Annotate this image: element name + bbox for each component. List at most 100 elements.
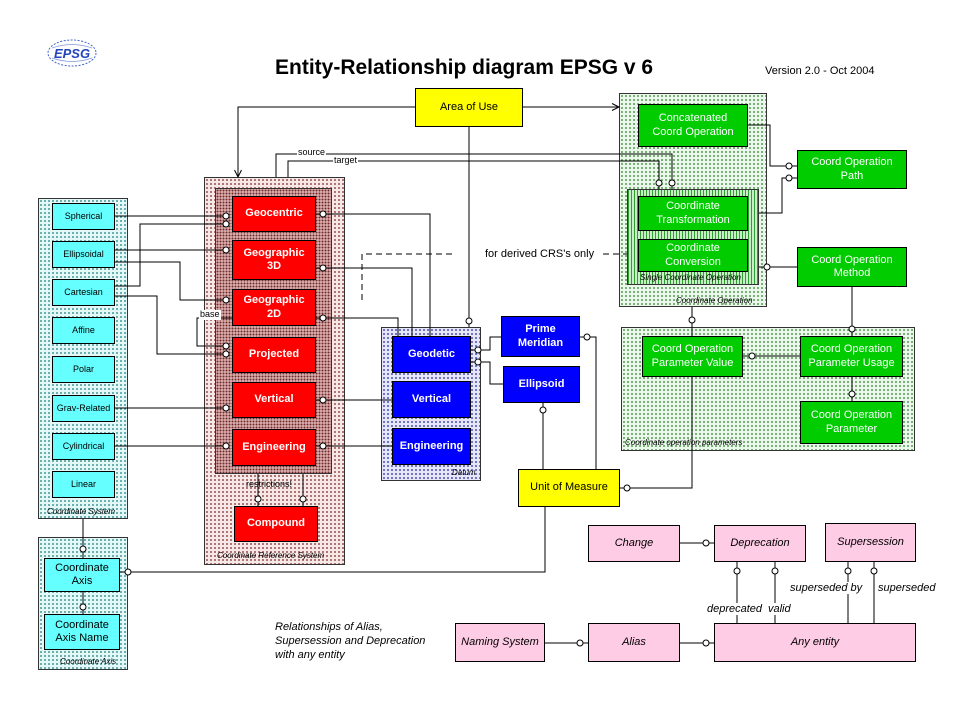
- optional-marker: [844, 567, 852, 575]
- globe-outline-icon: [47, 39, 97, 67]
- logo-text: EPSG: [54, 46, 90, 61]
- deprecation-entity: Deprecation: [714, 525, 806, 562]
- datum-engineering-entity: Engineering: [392, 428, 471, 465]
- optional-marker: [222, 296, 230, 304]
- optional-marker: [771, 567, 779, 575]
- ellipsoidal-to-geographic-2d-line: [115, 261, 228, 301]
- unit-to-parameter-value-line: [620, 377, 693, 489]
- target-crs-line: [287, 160, 660, 189]
- superseded-by-label: superseded by: [789, 582, 864, 595]
- optional-marker: [222, 404, 230, 412]
- coordinate-transformation-entity: Coordinate Transformation: [638, 196, 748, 231]
- globe-lines-icon: [51, 44, 93, 62]
- cs-spherical-entity: Spherical: [52, 203, 115, 230]
- crs-projected-entity: Projected: [232, 337, 316, 373]
- optional-marker: [79, 545, 87, 553]
- coordinate-axis-name-entity: Coordinate Axis Name: [44, 614, 120, 650]
- prime-meridian-to-unit-line: [580, 336, 597, 469]
- any-entity-entity: Any entity: [714, 623, 916, 662]
- optional-marker: [870, 567, 878, 575]
- optional-marker: [319, 210, 327, 218]
- optional-marker: [222, 342, 230, 350]
- optional-marker: [299, 495, 307, 503]
- optional-marker: [319, 314, 327, 322]
- arrow-marker: [611, 103, 621, 111]
- cs-affine-entity: Affine: [52, 317, 115, 344]
- area-of-use-entity: Area of Use: [415, 88, 523, 127]
- datum-geodetic-entity: Geodetic: [392, 336, 471, 373]
- source-crs-line: [275, 153, 673, 189]
- coordinate-operation-group-label: Coordinate Operation: [676, 296, 753, 305]
- optional-marker: [222, 246, 230, 254]
- restrictions-label: restrictions!: [246, 479, 293, 489]
- cs-cylindrical-entity: Cylindrical: [52, 433, 115, 460]
- derived-crs-dashed-line: [361, 253, 456, 300]
- optional-marker: [733, 567, 741, 575]
- cs-ellipsoidal-entity: Ellipsoidal: [52, 241, 115, 268]
- cs-grav-related-entity: Grav-Related: [52, 395, 115, 422]
- coordinate-reference-system-label: Coordinate Reference System: [217, 551, 325, 560]
- coord-operation-parameter-entity: Coord Operation Parameter: [800, 401, 903, 444]
- coordinate-operation-parameters-label: Coordinate operation parameters: [625, 438, 743, 447]
- base-crs-line: [196, 317, 232, 347]
- relationships-note: Relationships of Alias, Supersession and…: [275, 621, 426, 661]
- optional-marker: [319, 442, 327, 450]
- optional-marker: [222, 220, 230, 228]
- single-operation-to-path-line: [759, 177, 797, 214]
- source-label: source: [297, 147, 327, 158]
- coord-operation-parameter-value-entity: Coord Operation Parameter Value: [642, 336, 743, 377]
- geographic-3d-to-geodetic-line: [316, 267, 413, 336]
- cs-cartesian-entity: Cartesian: [52, 279, 115, 306]
- optional-marker: [222, 212, 230, 220]
- coordinate-system-group-label: Coordinate System: [47, 507, 116, 516]
- optional-marker: [124, 568, 132, 576]
- valid-label: valid: [767, 603, 792, 616]
- superseded-label: superseded: [877, 582, 937, 595]
- unit-of-measure-entity: Unit of Measure: [518, 469, 620, 507]
- target-label: target: [333, 155, 359, 166]
- optional-marker: [222, 442, 230, 450]
- geocentric-to-geodetic-line: [316, 213, 431, 336]
- deprecated-label: deprecated: [706, 603, 764, 616]
- diagram-title: Entity-Relationship diagram EPSG v 6: [275, 56, 654, 79]
- area-of-use-to-crs-line: [237, 106, 415, 177]
- crs-geographic-3d-entity: Geographic 3D: [232, 240, 316, 280]
- coordinate-axis-entity: Coordinate Axis: [44, 558, 120, 592]
- cartesian-to-geocentric-line: [115, 223, 228, 287]
- base-label: base: [199, 309, 221, 320]
- optional-marker: [623, 484, 631, 492]
- optional-marker: [702, 639, 710, 647]
- epsg-logo: EPSG: [47, 39, 97, 67]
- ellipsoid-entity: Ellipsoid: [503, 366, 580, 403]
- datum-group-label: Datum: [452, 468, 476, 477]
- geodetic-to-ellipsoid-line: [471, 361, 503, 385]
- optional-marker: [583, 333, 591, 341]
- datum-vertical-entity: Vertical: [392, 381, 471, 418]
- optional-marker: [688, 316, 696, 324]
- single-coordinate-operation-label: Single Coordinate Operation: [640, 273, 741, 282]
- derived-crs-label: for derived CRS's only: [484, 248, 596, 261]
- optional-marker: [474, 346, 482, 354]
- naming-system-entity: Naming System: [455, 623, 545, 662]
- crs-geocentric-entity: Geocentric: [232, 196, 316, 232]
- optional-marker: [79, 603, 87, 611]
- optional-marker: [222, 350, 230, 358]
- optional-marker: [763, 263, 771, 271]
- concatenated-to-path-line: [748, 124, 797, 167]
- optional-marker: [474, 358, 482, 366]
- optional-marker: [785, 162, 793, 170]
- cs-polar-entity: Polar: [52, 356, 115, 383]
- coord-operation-path-entity: Coord Operation Path: [797, 150, 907, 189]
- prime-meridian-entity: Prime Meridian: [501, 316, 580, 357]
- optional-marker: [319, 396, 327, 404]
- arrow-marker: [234, 169, 242, 179]
- optional-marker: [848, 390, 856, 398]
- concatenated-coord-operation-entity: Concatenated Coord Operation: [638, 104, 748, 147]
- optional-marker: [465, 317, 473, 325]
- version-text: Version 2.0 - Oct 2004: [765, 65, 875, 77]
- optional-marker: [576, 639, 584, 647]
- unit-to-coordinate-axis-line: [120, 507, 546, 573]
- single-crs-group: [215, 188, 332, 474]
- coord-operation-method-entity: Coord Operation Method: [797, 247, 907, 287]
